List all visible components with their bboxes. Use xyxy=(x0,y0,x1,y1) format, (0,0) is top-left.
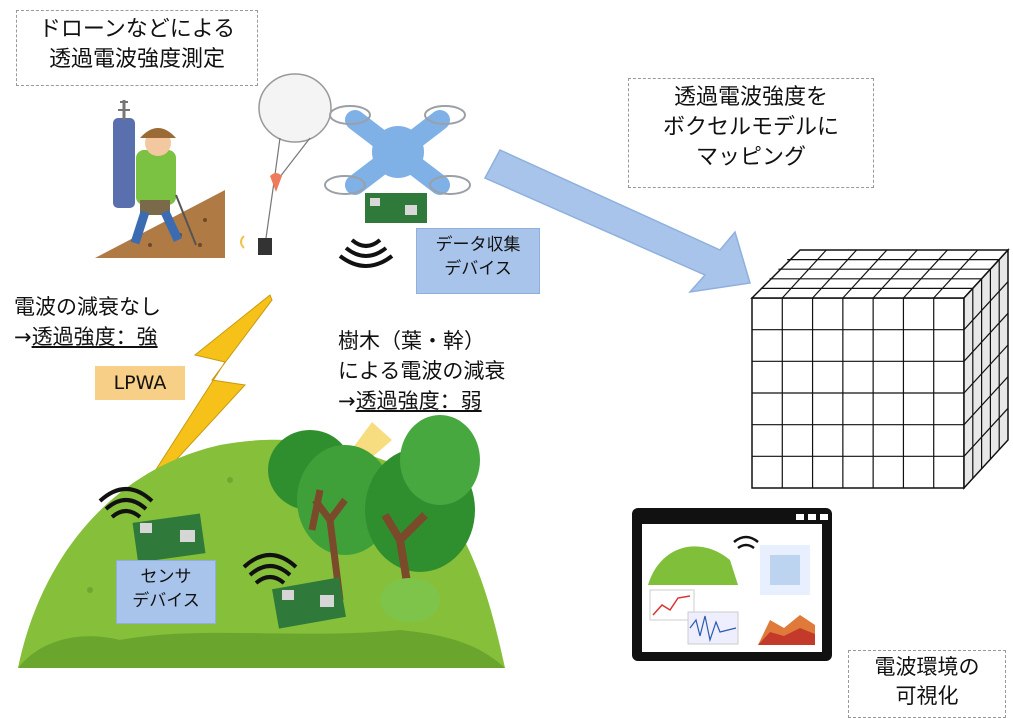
voxel-grid-line xyxy=(902,249,948,299)
tree-attenuation-line2: による電波の減衰 xyxy=(338,359,506,383)
forest-illustration xyxy=(268,415,480,622)
drone-box-line1: ドローンなどによる xyxy=(38,17,236,42)
collector-box-line2: デバイス xyxy=(444,259,512,279)
voxel-mapping-box: 透過電波強度を ボクセルモデルに マッピング xyxy=(628,78,874,188)
balloon-illustration xyxy=(240,73,332,255)
collector-box-line1: データ収集 xyxy=(435,235,521,255)
voxel-grid-line xyxy=(963,312,1009,362)
no-attenuation-line2: →透過強度：強 xyxy=(14,322,161,352)
tree-attenuation-label: 樹木（葉・幹） による電波の減衰 →透過強度：弱 xyxy=(338,326,505,416)
drone-measurement-box: ドローンなどによる 透過電波強度測定 xyxy=(16,10,258,86)
voxel-grid-line xyxy=(872,249,918,299)
voxel-grid-line xyxy=(963,281,1009,331)
drone-illustration xyxy=(324,105,471,268)
voxel-grid-line xyxy=(781,249,827,299)
data-collection-device-box: データ収集 デバイス xyxy=(416,228,540,294)
sensor-device-2 xyxy=(242,553,346,629)
lpwa-label: LPWA xyxy=(95,366,185,400)
monitor-illustration xyxy=(632,508,832,661)
voxel-cube xyxy=(750,248,1010,490)
voxel-box-line3: マッピング xyxy=(695,145,806,170)
voxel-grid-line xyxy=(842,249,888,299)
tree-attenuation-line1: 樹木（葉・幹） xyxy=(338,329,485,353)
voxel-grid-line xyxy=(963,376,1009,426)
arrow-symbol: → xyxy=(338,389,356,413)
voxel-box-line2: ボクセルモデルに xyxy=(662,115,839,140)
hiker-illustration xyxy=(95,100,225,258)
voxel-grid-line xyxy=(812,249,858,299)
voxel-grid-line xyxy=(963,344,1009,394)
drone-box-line2: 透過電波強度測定 xyxy=(48,47,225,72)
no-attenuation-label: 電波の減衰なし →透過強度：強 xyxy=(14,292,161,352)
arrow-symbol: → xyxy=(14,325,32,349)
sensor-box-line1: センサ xyxy=(140,567,192,587)
visualization-box: 電波環境の 可視化 xyxy=(848,650,1006,718)
sensor-device-1 xyxy=(98,487,206,563)
voxel-grid-line xyxy=(963,407,1009,457)
voxel-box-line1: 透過電波強度を xyxy=(673,85,828,110)
visualization-box-line2: 可視化 xyxy=(895,684,959,708)
voxel-grid xyxy=(752,249,1009,488)
sensor-device-box: センサ デバイス xyxy=(116,560,216,624)
weak-strength-text: 透過強度：弱 xyxy=(355,389,482,413)
mapping-arrow xyxy=(483,149,751,294)
strong-strength-text: 透過強度：強 xyxy=(31,325,158,349)
tree-attenuation-line3: →透過強度：弱 xyxy=(338,386,505,416)
sensor-box-line2: デバイス xyxy=(132,591,200,611)
no-attenuation-line1: 電波の減衰なし xyxy=(14,295,161,319)
lightning-lpwa xyxy=(129,294,273,511)
voxel-grid-line xyxy=(933,249,979,299)
visualization-box-line1: 電波環境の xyxy=(874,655,980,679)
